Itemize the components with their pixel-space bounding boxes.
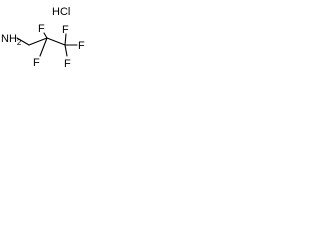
bond-n-c1	[16, 37, 30, 46]
bond-c3-f-top-right	[64, 33, 67, 46]
salt-label: HCl	[52, 6, 70, 18]
bond-c2-f-bottom-left	[39, 37, 48, 57]
fluorine-top-right: F	[62, 24, 69, 36]
bond-c2-f-top-left	[43, 32, 48, 39]
fluorine-right: F	[78, 40, 85, 52]
fluorine-bottom-right: F	[64, 58, 71, 70]
fluorine-top-left: F	[38, 23, 45, 35]
bond-c2-c3	[46, 37, 66, 46]
amine-label: NH2	[1, 33, 22, 47]
fluorine-bottom-left: F	[33, 57, 40, 69]
bond-c3-f-bottom-right	[64, 44, 68, 57]
bond-c1-c2	[28, 37, 48, 46]
structural-formula: HCl NH2 F F F F F	[1, 6, 85, 70]
